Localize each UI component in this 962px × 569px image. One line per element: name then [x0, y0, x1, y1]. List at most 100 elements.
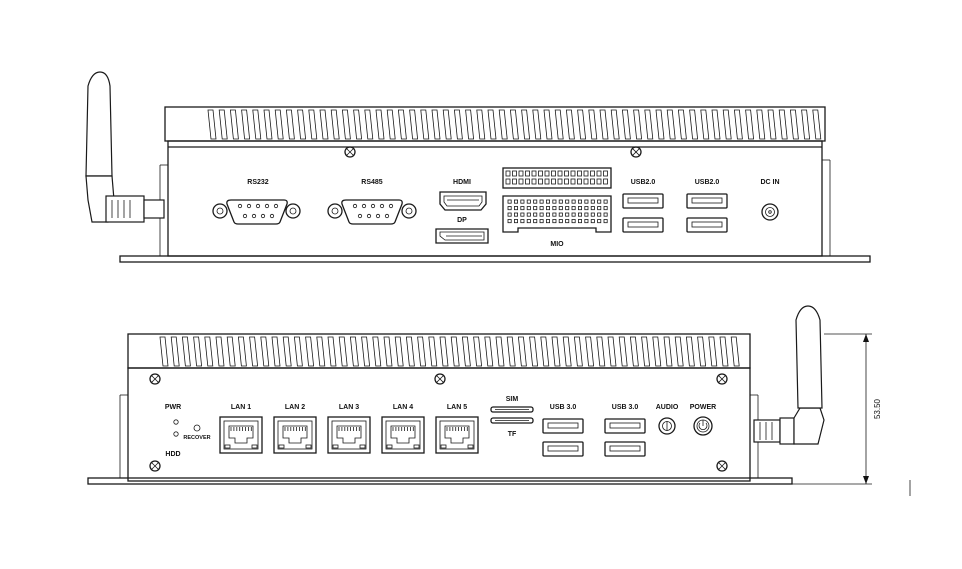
heatsink-fin: [562, 336, 572, 367]
heatsink-fin: [349, 336, 359, 367]
recover-button: [193, 424, 201, 432]
heatsink-fin: [229, 109, 239, 140]
mio-label: MIO: [550, 241, 564, 248]
heatsink-fin: [633, 109, 643, 140]
mio-pin: [514, 206, 519, 211]
heatsink-fin: [495, 336, 505, 367]
heatsink-fin: [540, 336, 550, 367]
rear-screw-bl: [149, 460, 161, 472]
mio-header-pin: [583, 170, 589, 177]
sim-slot: [490, 406, 534, 413]
mio-header-pin: [531, 178, 537, 185]
antenna-icon: [753, 305, 825, 445]
mio-header-pin: [518, 178, 524, 185]
heatsink-fin: [193, 336, 203, 367]
mio-header-pin: [544, 178, 550, 185]
heatsink-fin: [663, 336, 673, 367]
heatsink-fin: [397, 109, 407, 140]
mio-header-pin: [538, 170, 543, 177]
mio-pin: [558, 212, 563, 217]
heatsink-fin: [484, 336, 494, 367]
heatsink-fin: [260, 336, 270, 367]
heatsink-fin: [364, 109, 374, 140]
mio-pin: [578, 219, 583, 224]
mio-header-pin: [577, 170, 582, 177]
mio-pin: [578, 199, 583, 204]
mio-pin: [552, 206, 557, 211]
rs232-port: [212, 199, 301, 225]
heatsink-fin: [274, 109, 284, 140]
mio-pin: [539, 206, 544, 211]
mio-header-pin: [590, 178, 595, 185]
heatsink-fin: [577, 109, 587, 140]
rear-screw-br: [716, 460, 728, 472]
heatsink-fin: [722, 109, 732, 140]
mio-header-pin: [577, 178, 582, 185]
heatsink-fin: [319, 109, 329, 140]
height-dimension: 53.50: [792, 333, 882, 485]
hdd-led-label: HDD: [165, 451, 180, 458]
heatsink-fin: [596, 336, 606, 367]
mio-header-pin: [564, 170, 569, 177]
pwr-led-icon: [173, 419, 179, 425]
heatsink-fin: [293, 336, 303, 367]
mio-pin: [584, 219, 589, 224]
heatsink-fin: [554, 109, 564, 140]
mio-pin: [533, 206, 538, 211]
mio-header-pin: [557, 170, 563, 177]
mio-header-pin: [505, 178, 511, 185]
mio-pin: [546, 212, 551, 217]
heatsink-fin: [551, 336, 561, 367]
heatsink-fin: [666, 109, 676, 140]
heatsink-fin: [487, 109, 497, 140]
heatsink-fin: [271, 336, 281, 367]
heatsink-fin: [417, 336, 427, 367]
mio-header-pin: [544, 170, 550, 177]
heatsink-fin: [573, 336, 583, 367]
mio-pin: [590, 212, 595, 217]
mio-pin: [507, 199, 512, 204]
mio-header-pin: [603, 178, 608, 185]
heatsink-fin: [465, 109, 475, 140]
heatsink-fin: [249, 336, 259, 367]
mio-header-pin: [557, 178, 563, 185]
mio-pin: [507, 219, 512, 224]
heatsink-fin: [529, 336, 539, 367]
heatsink-fin: [252, 109, 262, 140]
mio-pin: [526, 199, 531, 204]
heatsink-fin: [375, 109, 385, 140]
antenna-icon: [85, 71, 165, 223]
mio-pin: [546, 199, 551, 204]
mio-pin: [584, 199, 589, 204]
mio-pin: [533, 219, 538, 224]
mio-pin: [597, 199, 602, 204]
heatsink-fin: [618, 336, 628, 367]
rs232-label: RS232: [247, 179, 269, 186]
heatsink-fin: [453, 109, 463, 140]
lan2-label: LAN 2: [285, 404, 305, 411]
mio-pin: [565, 219, 570, 224]
heatsink-fin: [428, 336, 438, 367]
mio-pin: [578, 206, 583, 211]
mio-header-pin: [512, 178, 517, 185]
mio-pin: [520, 206, 525, 211]
heatsink-fin: [327, 336, 337, 367]
heatsink-fin: [420, 109, 430, 140]
mio-pin: [546, 206, 551, 211]
heatsink-fin: [599, 109, 609, 140]
hdd-led-icon: [173, 431, 179, 437]
heatsink-fin: [461, 336, 471, 367]
heatsink-fin: [372, 336, 382, 367]
mio-pin: [520, 219, 525, 224]
mio-pin: [603, 219, 608, 224]
mio-pin: [539, 219, 544, 224]
mio-pin: [514, 219, 519, 224]
mio-pin: [552, 212, 557, 217]
mio-header-pin: [570, 170, 576, 177]
heatsink-fin: [353, 109, 363, 140]
heatsink-fin: [685, 336, 695, 367]
heatsink-fin: [386, 109, 396, 140]
recover-label: RECOVER: [183, 435, 210, 441]
heatsink-fin: [394, 336, 404, 367]
mio-pin: [552, 219, 557, 224]
